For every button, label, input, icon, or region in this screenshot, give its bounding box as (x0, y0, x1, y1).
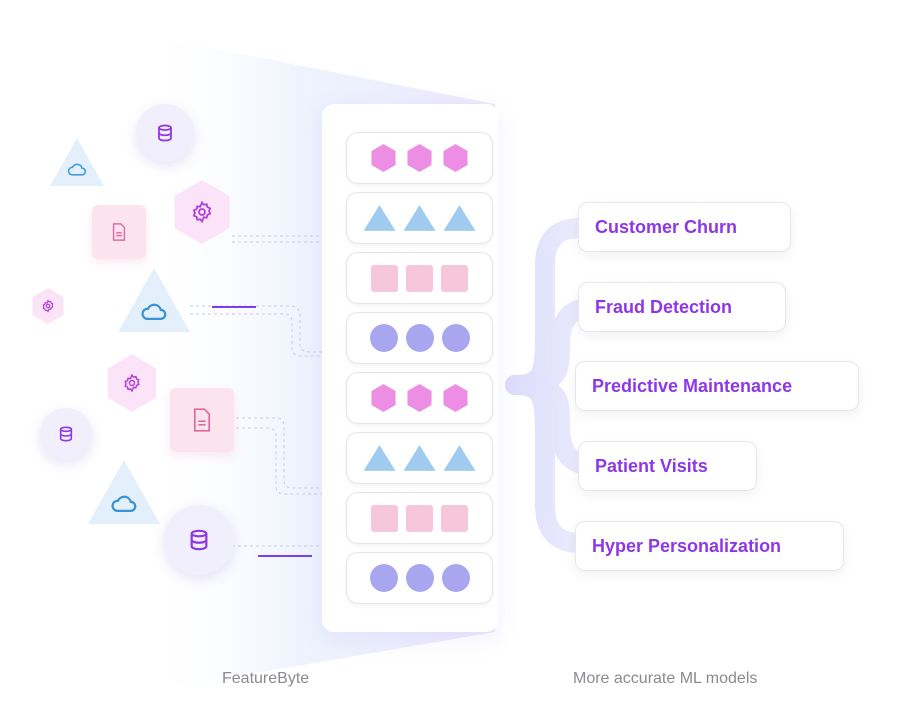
use-case-card-hyper-personalization: Hyper Personalization (575, 521, 844, 571)
triangle-shape (363, 205, 396, 231)
feature-row-hexagon (346, 132, 493, 184)
connector-line (236, 417, 322, 489)
feature-row-square (346, 252, 493, 304)
square-shape (371, 504, 398, 532)
use-case-label: Customer Churn (595, 216, 738, 237)
document-icon (170, 388, 234, 452)
database-icon (136, 104, 194, 162)
feature-row-circle (346, 552, 493, 604)
feature-row-triangle (346, 432, 493, 484)
caption-ml-models: More accurate ML models (573, 670, 758, 687)
document-icon (92, 205, 146, 259)
circle-shape (369, 324, 398, 352)
use-case-card-predictive-maintenance: Predictive Maintenance (575, 361, 859, 411)
triangle-shape (403, 445, 436, 471)
use-case-card-fraud-detection: Fraud Detection (578, 282, 786, 332)
use-case-label: Patient Visits (595, 455, 708, 476)
feature-row-circle (346, 312, 493, 364)
circle-shape (369, 564, 398, 592)
feature-row-square (346, 492, 493, 544)
use-case-card-patient-visits: Patient Visits (578, 441, 757, 491)
triangle-shape (443, 205, 476, 231)
gear-icon (174, 180, 230, 244)
square-shape (441, 264, 468, 292)
use-case-label: Predictive Maintenance (592, 375, 793, 396)
gear-icon (32, 288, 64, 324)
feature-row-triangle (346, 192, 493, 244)
triangle-shape (363, 445, 396, 471)
database-icon (164, 505, 234, 575)
connector-line (190, 305, 322, 353)
connector-line (236, 427, 322, 495)
feature-row-hexagon (346, 372, 493, 424)
hexagon-shape (407, 144, 432, 172)
connector-line (190, 313, 322, 357)
square-shape (371, 264, 398, 292)
triangle-shape (443, 445, 476, 471)
triangle-shape (403, 205, 436, 231)
use-case-label: Hyper Personalization (592, 535, 782, 556)
hexagon-shape (443, 384, 468, 412)
circle-shape (441, 564, 470, 592)
hexagon-shape (371, 384, 396, 412)
use-case-card-customer-churn: Customer Churn (578, 202, 791, 252)
hexagon-shape (371, 144, 396, 172)
square-shape (441, 504, 468, 532)
hexagon-shape (407, 384, 432, 412)
hexagon-shape (443, 144, 468, 172)
use-case-label: Fraud Detection (595, 296, 733, 317)
circle-shape (405, 324, 434, 352)
branch-line (505, 375, 590, 553)
circle-shape (405, 564, 434, 592)
database-icon (40, 408, 92, 460)
circle-shape (441, 324, 470, 352)
square-shape (406, 264, 433, 292)
square-shape (406, 504, 433, 532)
caption-featurebyte: FeatureByte (222, 670, 310, 687)
